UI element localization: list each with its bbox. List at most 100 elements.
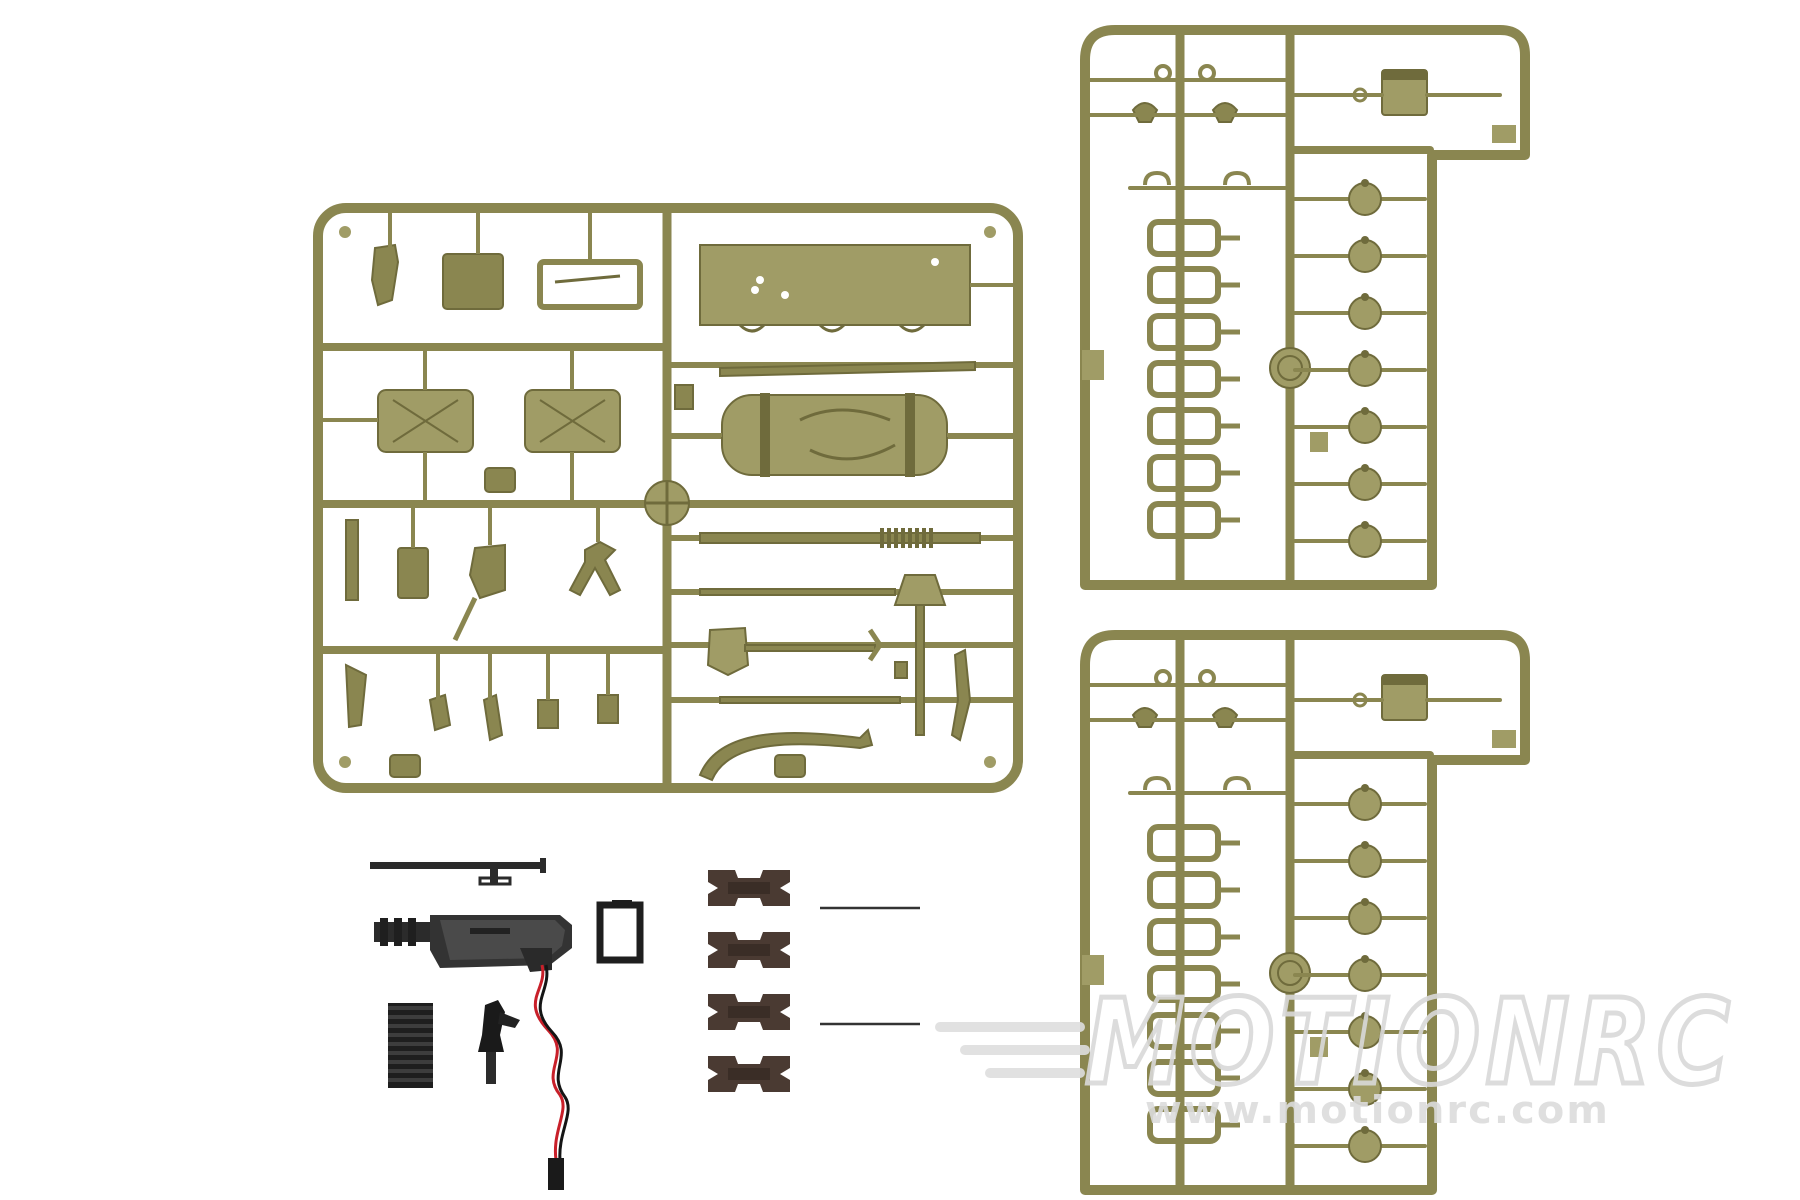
tab-part	[674, 384, 694, 410]
knob-tip	[1361, 464, 1369, 472]
sprue-tag	[1492, 125, 1516, 143]
track-links	[708, 870, 790, 1092]
knob-part	[1348, 182, 1382, 216]
hook-part	[1131, 707, 1159, 728]
crate-detail	[392, 399, 459, 443]
hook-part	[1211, 102, 1239, 123]
spring-coil	[388, 1015, 433, 1019]
speed-lines	[935, 1022, 1090, 1078]
plate-hole	[756, 276, 764, 284]
gun-mount-bracket	[596, 900, 644, 964]
knob-part	[1348, 239, 1382, 273]
ring-part	[1198, 669, 1216, 687]
spring-coil	[388, 1060, 433, 1064]
hinge-part	[482, 693, 504, 742]
gun-spring	[388, 1003, 433, 1088]
sprue-tag	[1310, 432, 1328, 452]
spring-coil	[901, 528, 905, 548]
ring-part	[1198, 64, 1216, 82]
spring-coil	[388, 1042, 433, 1046]
lamp-part	[597, 694, 619, 724]
ejector-pin	[984, 226, 996, 238]
frame-part-detail	[554, 274, 621, 284]
knob-tip	[1361, 841, 1369, 849]
ejector-pin	[339, 756, 351, 768]
tab-part	[774, 754, 806, 778]
small-sprue-bottom	[1080, 630, 1530, 1195]
track-pins	[820, 906, 920, 1026]
plate-clip	[898, 323, 926, 333]
hinge-part	[428, 693, 452, 732]
tab-part	[894, 661, 908, 679]
machine-gun-assembly	[374, 915, 572, 1190]
knob-part	[1348, 787, 1382, 821]
knob-tip	[1361, 521, 1369, 529]
gun-barrel-rod	[370, 858, 546, 886]
motionrc-watermark: MOTIONRC www.motionrc.com	[935, 971, 1735, 1132]
sprue-tag	[1310, 1037, 1328, 1057]
sprue-tag	[1082, 350, 1104, 380]
track-link-pad	[728, 1006, 770, 1018]
spring-coil	[894, 528, 898, 548]
shield-arm	[452, 596, 478, 642]
shovel-grip	[867, 628, 884, 662]
sprue-tag	[1082, 955, 1104, 985]
wire-part	[698, 728, 874, 782]
ammo-box-lid	[1382, 70, 1427, 80]
knob-tip	[1361, 955, 1369, 963]
plate-clip	[738, 323, 766, 333]
drum-detail	[799, 408, 896, 461]
knob-tip	[1361, 1012, 1369, 1020]
drum-band	[905, 393, 915, 477]
knob-tip	[1361, 179, 1369, 187]
hook-part	[1211, 707, 1239, 728]
watermark-brand: MOTIONRC	[1085, 973, 1735, 1111]
knob-part	[1348, 901, 1382, 935]
spring-coil	[908, 528, 912, 548]
spring-coil	[388, 1078, 433, 1082]
pole-part	[915, 604, 925, 736]
track-link-pad	[728, 1068, 770, 1080]
plate-hole	[931, 258, 939, 266]
spring-coil	[388, 1069, 433, 1073]
shovel-head	[706, 626, 750, 677]
sprue-frame	[1080, 630, 1530, 1195]
track-link-pad	[728, 944, 770, 956]
hook-part	[1131, 102, 1159, 123]
knob-tip	[1361, 350, 1369, 358]
drum-band	[760, 393, 770, 477]
lamp-part	[397, 547, 429, 599]
spring-coil	[915, 528, 919, 548]
knob-part	[1348, 1129, 1382, 1163]
spring-coil	[388, 1006, 433, 1010]
hook-part	[1223, 775, 1251, 791]
knob-part	[1348, 524, 1382, 558]
hook-part	[1223, 170, 1251, 186]
plate-hole	[751, 286, 759, 294]
spring-coil	[929, 528, 933, 548]
knob-tip	[1361, 1126, 1369, 1134]
spring-coil	[887, 528, 891, 548]
spring-coil	[388, 1024, 433, 1028]
tripod-part	[568, 540, 622, 597]
rod-part	[719, 360, 976, 378]
ring-part	[1352, 87, 1368, 103]
knob-tip	[1361, 236, 1369, 244]
knob-part	[1348, 296, 1382, 330]
knob-tip	[1361, 898, 1369, 906]
crate-detail	[539, 399, 606, 443]
watermark-url: www.motionrc.com	[1145, 1088, 1610, 1132]
spring-coils	[388, 1006, 433, 1082]
spring-coil	[922, 528, 926, 548]
tab-part	[389, 754, 421, 778]
bar-part	[719, 696, 901, 704]
plate-hole	[781, 291, 789, 299]
knob-tip	[1361, 784, 1369, 792]
track-link-pad	[728, 882, 770, 894]
knob-tip	[1361, 293, 1369, 301]
ring-part	[1154, 669, 1172, 687]
sprue-tag	[1492, 730, 1516, 748]
clip-part	[950, 648, 972, 742]
shield-part	[468, 543, 506, 600]
